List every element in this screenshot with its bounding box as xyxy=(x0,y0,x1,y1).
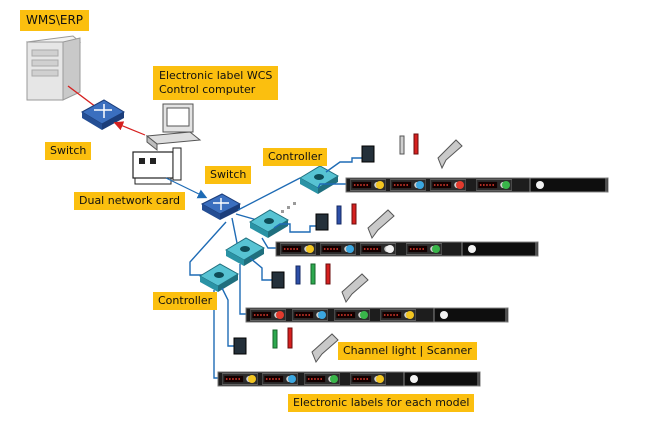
wcs-label-line2: Control computer xyxy=(159,82,256,96)
server-icon xyxy=(25,35,82,101)
electronic-label-icon xyxy=(222,177,607,387)
channel-light-icon xyxy=(272,133,419,349)
wms-erp-label: WMS\ERP xyxy=(20,10,90,31)
controller-label-left: Controller xyxy=(153,292,218,310)
computer-switch-link xyxy=(113,121,146,136)
controller-icon xyxy=(199,165,339,292)
barcode-scanner-icon xyxy=(311,139,463,364)
wcs-computer-label: Electronic label WCS Control computer xyxy=(153,66,279,100)
switch-label-mid: Switch xyxy=(205,166,252,184)
controller-label-top: Controller xyxy=(263,148,328,166)
label-status-dots xyxy=(248,181,510,383)
wcs-label-line1: Electronic label WCS xyxy=(159,69,273,82)
network-card-icon xyxy=(132,147,182,185)
nic-switch-link xyxy=(165,177,208,199)
channel-light-scanner-label: Channel light | Scanner xyxy=(338,342,477,360)
controller-row-wiring xyxy=(213,157,362,379)
network-switch-icon xyxy=(80,99,126,130)
network-switch-icon xyxy=(200,193,242,220)
more-controllers-dots xyxy=(281,202,296,213)
channel-light-icon xyxy=(233,145,375,355)
desktop-computer-icon xyxy=(145,103,202,152)
electronic-labels-caption: Electronic labels for each model xyxy=(288,394,475,412)
dual-network-card-label: Dual network card xyxy=(74,192,186,210)
switch-label-top: Switch xyxy=(45,142,92,160)
